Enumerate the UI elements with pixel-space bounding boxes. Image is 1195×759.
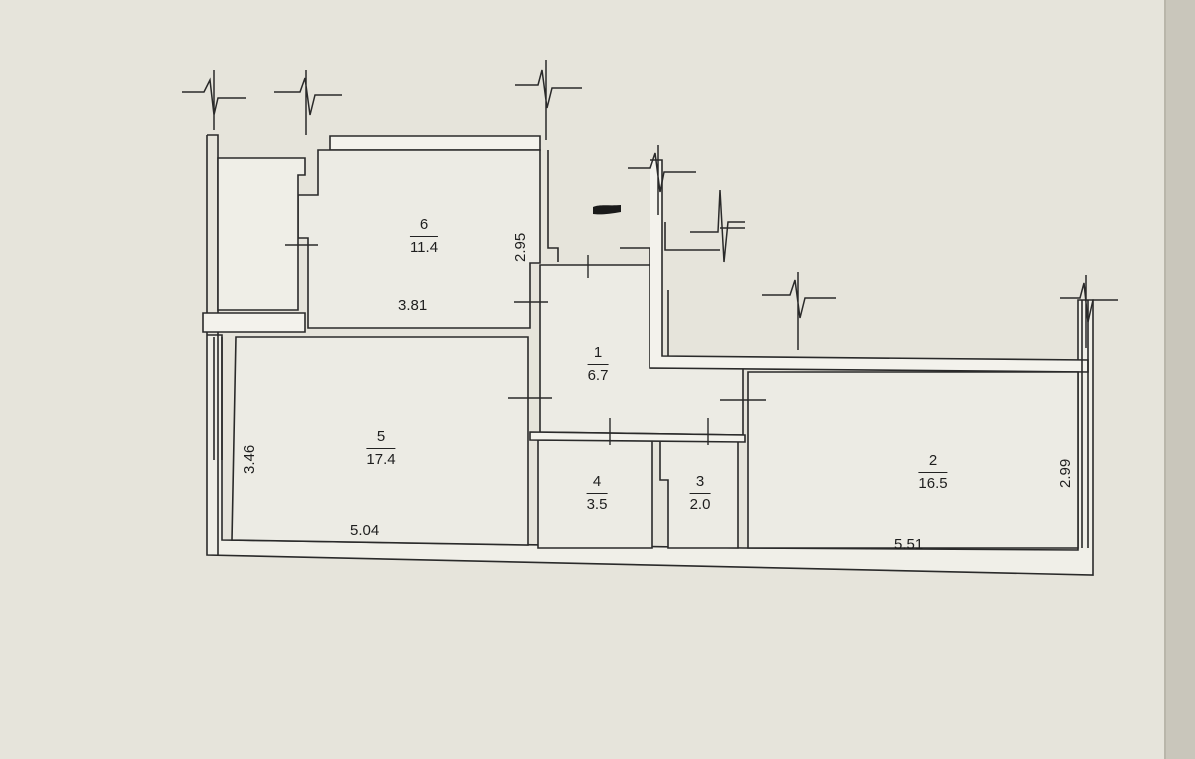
room-3-number: 3 <box>689 473 711 494</box>
room-4-label: 4 3.5 <box>586 473 608 514</box>
room-5-area: 17.4 <box>366 451 396 468</box>
room6-width-dim: 3.81 <box>398 297 428 314</box>
room6-depth-dim: 2.95 <box>512 232 529 262</box>
break-line-6 <box>1060 275 1118 348</box>
room-1-number: 1 <box>587 344 609 365</box>
room-5-label: 5 17.4 <box>366 428 396 469</box>
room2-width-dim: 5.51 <box>894 536 924 553</box>
wall-stub-ne <box>664 222 745 251</box>
room-6-number: 6 <box>409 216 439 237</box>
paper-edge <box>1165 0 1195 759</box>
room6-top-wall <box>329 135 541 151</box>
room2-outline <box>747 371 1079 549</box>
break-line-2 <box>274 70 342 135</box>
break-line-3 <box>515 60 582 140</box>
break-line-7 <box>690 189 745 263</box>
room-6-label: 6 11.4 <box>409 216 439 257</box>
room2-right-wall <box>1081 300 1089 548</box>
room5-left-wall <box>213 337 223 460</box>
room-1-area: 6.7 <box>587 367 609 384</box>
room-4-area: 3.5 <box>586 496 608 513</box>
room5-outline <box>231 336 529 546</box>
room-5-number: 5 <box>366 428 396 449</box>
room-4-number: 4 <box>586 473 608 494</box>
room-3-area: 2.0 <box>689 496 711 513</box>
room-6-area: 11.4 <box>409 239 439 256</box>
bath-wall <box>529 431 746 443</box>
room-2-label: 2 16.5 <box>918 452 948 493</box>
outer-wall <box>206 135 1094 576</box>
break-line-5 <box>762 272 836 350</box>
flag-icon <box>593 205 621 215</box>
break-line-4 <box>628 145 696 215</box>
room6-outline <box>297 149 541 329</box>
room6-niche <box>217 157 306 311</box>
room-3-label: 3 2.0 <box>689 473 711 514</box>
room-1-label: 1 6.7 <box>587 344 609 385</box>
room5-width-dim: 5.04 <box>350 522 380 539</box>
room-2-area: 16.5 <box>918 475 948 492</box>
room2-depth-dim: 2.99 <box>1057 458 1074 488</box>
balcony-divider <box>202 312 306 333</box>
break-line-1 <box>182 70 246 130</box>
room-2-number: 2 <box>918 452 948 473</box>
room5-depth-dim: 3.46 <box>241 444 258 474</box>
left-wall <box>207 134 219 555</box>
